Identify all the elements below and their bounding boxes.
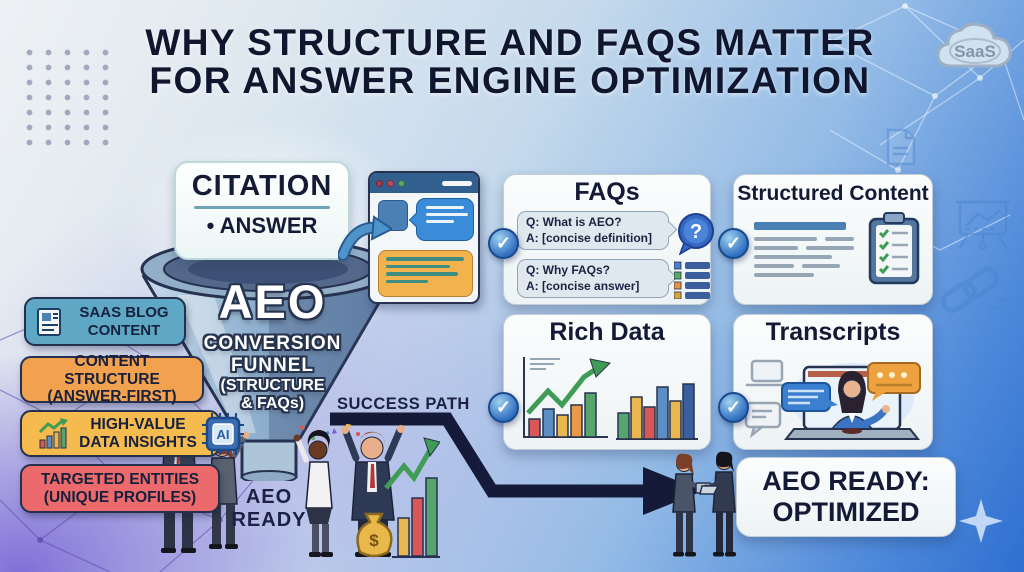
thumbnail-block bbox=[378, 200, 408, 231]
success-path-label: SUCCESS PATH bbox=[337, 395, 470, 413]
checkmark-badge-transcripts: ✓ bbox=[718, 392, 749, 423]
funnel-label-line4: & FAQs) bbox=[240, 395, 305, 412]
card-structured-content: Structured Content bbox=[733, 174, 933, 305]
document-lines-graphic bbox=[754, 222, 854, 282]
checkmark-badge-rich-data: ✓ bbox=[488, 392, 519, 423]
citation-title: CITATION bbox=[191, 170, 333, 202]
window-dot-red bbox=[376, 179, 383, 187]
check-glyph: ✓ bbox=[725, 397, 742, 417]
ai-chip-icon: AI bbox=[202, 413, 244, 455]
file-icon bbox=[886, 128, 916, 166]
dot-grid-decoration bbox=[20, 45, 120, 153]
saas-cloud-badge: SaaS bbox=[936, 22, 1012, 68]
faq-answer: A: [concise answer] bbox=[526, 278, 640, 293]
aeo-ready-label: AEO READY bbox=[231, 486, 307, 532]
sparkle-icon bbox=[959, 499, 1003, 543]
link-icon bbox=[940, 266, 1007, 314]
input-high-value-data: HIGH-VALUE DATA INSIGHTS bbox=[20, 410, 220, 457]
webinar-graphic bbox=[744, 359, 921, 440]
question-bubble-icon: ? bbox=[678, 213, 714, 255]
faq-question: Q: Why FAQs? bbox=[526, 263, 610, 277]
result-line1: AEO READY: bbox=[762, 465, 930, 496]
aeo-ready-line2: READY bbox=[231, 509, 307, 531]
cloud-icon bbox=[936, 22, 1012, 68]
transcript-bubble-icon bbox=[781, 382, 838, 412]
funnel-acronym: AEO bbox=[218, 275, 327, 328]
ai-chip-label: AI bbox=[217, 427, 230, 442]
rating-bubble-icon bbox=[867, 362, 921, 401]
saas-badge-label: SaaS bbox=[954, 42, 996, 61]
laptop-icon bbox=[746, 359, 788, 387]
chat-box-icon bbox=[744, 401, 782, 439]
check-glyph: ✓ bbox=[725, 233, 742, 253]
person-woman-3 bbox=[672, 453, 712, 557]
address-pill bbox=[442, 180, 472, 186]
card-aeo-ready-optimized: AEO READY: OPTIMIZED bbox=[736, 457, 956, 537]
aeo-ready-line1: AEO bbox=[245, 486, 293, 508]
faq-answer: A: [concise definition] bbox=[526, 230, 652, 245]
input-saas-blog-content: SAAS BLOG CONTENT bbox=[24, 297, 186, 346]
structured-card-title: Structured Content bbox=[737, 182, 929, 205]
funnel-label-line2: FUNNEL bbox=[230, 355, 315, 376]
page-title-line2: FOR ANSWER ENGINE OPTIMIZATION bbox=[149, 60, 871, 102]
card-faqs: FAQs Q: What is AEO? A: [concise definit… bbox=[503, 174, 714, 305]
input-label-targeted-entities: TARGETED ENTITIES (UNIQUE PROFILES) bbox=[40, 470, 200, 506]
window-dot-green bbox=[398, 179, 405, 187]
question-mark-glyph: ? bbox=[690, 221, 702, 243]
input-label-content-structure: CONTENT STRUCTURE (ANSWER-FIRST) bbox=[47, 352, 177, 406]
faqs-card-title: FAQs bbox=[574, 178, 640, 206]
businesswomen-pair bbox=[672, 451, 736, 557]
citation-divider bbox=[194, 206, 330, 209]
faq-question: Q: What is AEO? bbox=[526, 215, 622, 229]
browser-titlebar bbox=[370, 173, 478, 193]
rich-data-card-title: Rich Data bbox=[549, 318, 665, 346]
clipboard-check-icon bbox=[868, 212, 920, 285]
growth-chart-icon bbox=[38, 417, 68, 448]
money-bag-icon: $ bbox=[356, 512, 393, 558]
browser-window bbox=[368, 171, 480, 304]
curved-arrow-icon bbox=[338, 215, 392, 261]
funnel-label-line3: (STRUCTURE bbox=[220, 377, 325, 394]
page-title: WHY STRUCTURE AND FAQS MATTER FOR ANSWER… bbox=[100, 22, 920, 102]
card-transcripts: Transcripts bbox=[733, 314, 933, 450]
success-path-arrow bbox=[330, 412, 703, 515]
person-woman-4 bbox=[699, 451, 736, 557]
right-icon-column bbox=[886, 128, 1010, 314]
input-targeted-entities: TARGETED ENTITIES (UNIQUE PROFILES) bbox=[20, 464, 220, 513]
faq-item: Q: Why FAQs? A: [concise answer] bbox=[517, 259, 669, 299]
window-dot-pink bbox=[387, 179, 394, 187]
check-glyph: ✓ bbox=[495, 397, 512, 417]
mini-bar-charts bbox=[523, 357, 698, 440]
input-content-structure: CONTENT STRUCTURE (ANSWER-FIRST) bbox=[20, 352, 204, 406]
checkmark-badge-structured: ✓ bbox=[718, 228, 749, 259]
input-label-saas-blog: SAAS BLOG CONTENT bbox=[79, 304, 169, 339]
blog-document-icon bbox=[37, 307, 61, 336]
faq-item: Q: What is AEO? A: [concise definition] bbox=[517, 211, 669, 251]
checkmark-badge-faqs: ✓ bbox=[488, 228, 519, 259]
funnel-label-line1: CONVERSION bbox=[203, 333, 342, 354]
citation-card: CITATION • ANSWER bbox=[174, 161, 350, 260]
list-icon bbox=[674, 261, 710, 299]
input-label-high-value: HIGH-VALUE DATA INSIGHTS bbox=[79, 415, 197, 451]
page-title-line1: WHY STRUCTURE AND FAQS MATTER bbox=[145, 22, 875, 63]
chat-bubble-icon bbox=[416, 198, 474, 241]
answer-bullet: • ANSWER bbox=[206, 213, 318, 238]
growth-bars-graphic bbox=[384, 437, 440, 558]
check-glyph: ✓ bbox=[495, 233, 512, 253]
dollar-glyph: $ bbox=[369, 531, 379, 550]
presenter-figure bbox=[830, 371, 890, 430]
card-rich-data: Rich Data bbox=[503, 314, 711, 450]
funnel-labels: AEO CONVERSION FUNNEL (STRUCTURE & FAQs) bbox=[165, 278, 380, 413]
transcripts-card-title: Transcripts bbox=[765, 318, 901, 346]
presentation-chart-icon bbox=[956, 200, 1010, 251]
text-block bbox=[378, 250, 473, 297]
result-line2: OPTIMIZED bbox=[772, 497, 920, 527]
person-woman-2 bbox=[293, 430, 333, 557]
